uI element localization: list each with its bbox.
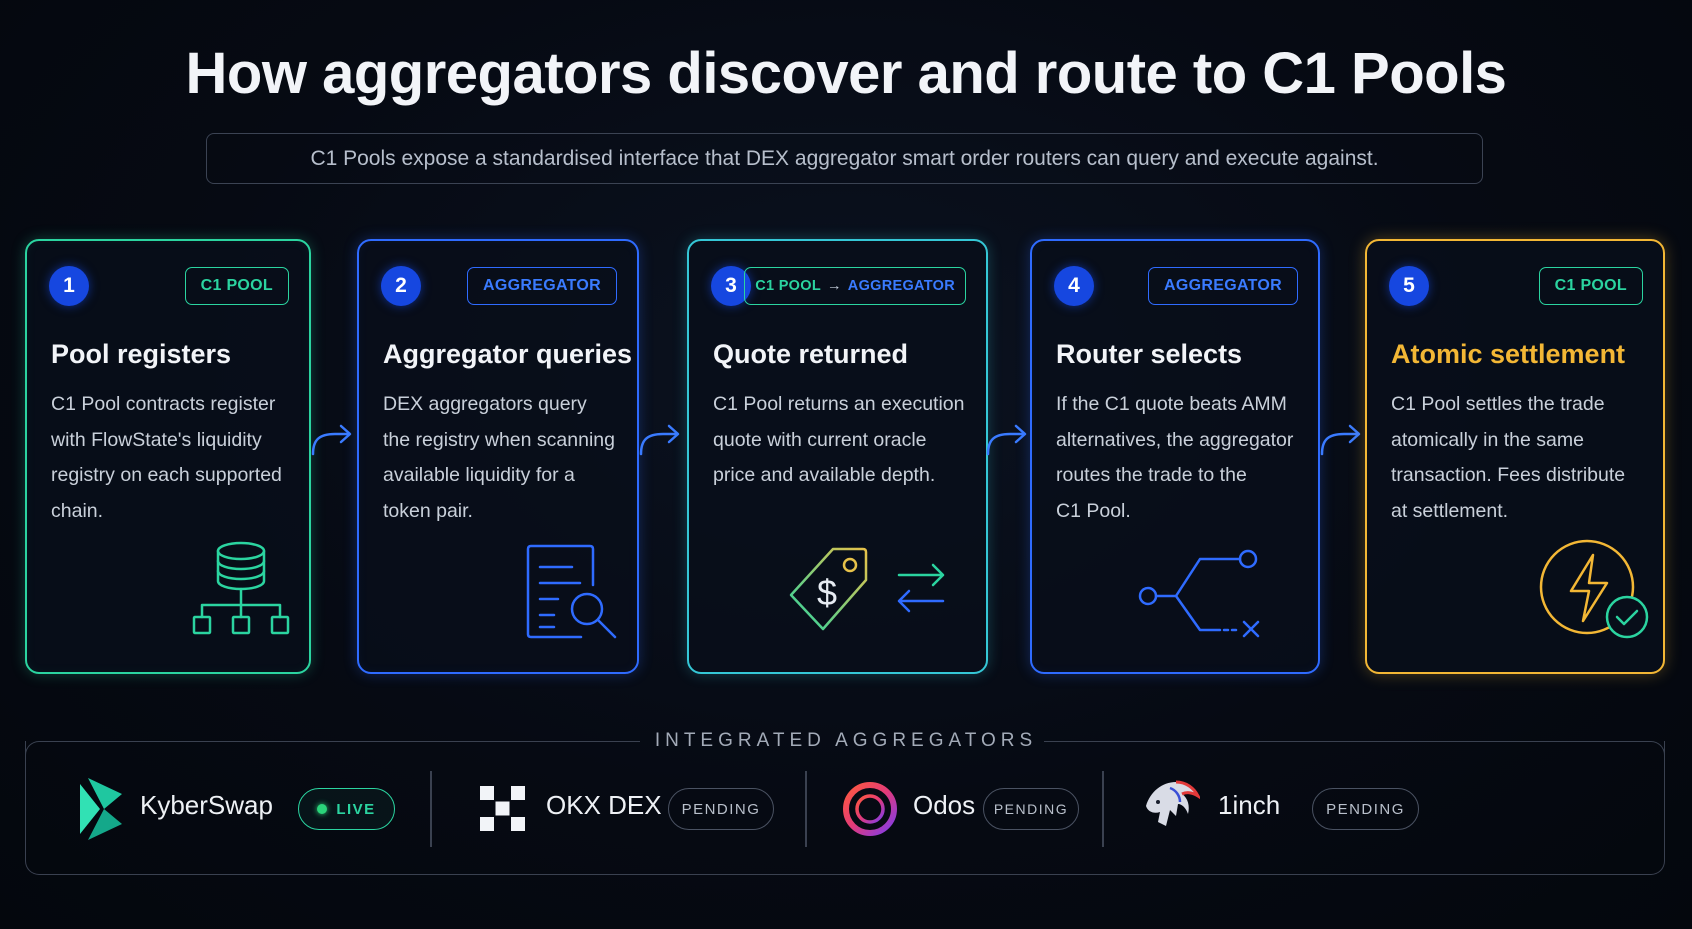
step-card-quote-returned: 3 C1 POOL→AGGREGATOR Quote returned C1 P…: [687, 239, 988, 674]
divider: [1102, 771, 1104, 847]
status-badge: LIVE: [298, 788, 395, 830]
step-card-atomic-settlement: 5 C1 POOL Atomic settlement C1 Pool sett…: [1365, 239, 1665, 674]
live-dot-icon: [317, 804, 328, 814]
lightning-check-icon: [1539, 539, 1649, 639]
step-badge: AGGREGATOR: [1148, 267, 1298, 305]
step-number: 4: [1054, 266, 1094, 306]
divider: [805, 771, 807, 847]
database-network-icon: [192, 541, 290, 635]
step-number: 1: [49, 266, 89, 306]
step-badge: C1 POOL: [1538, 267, 1643, 305]
aggregator-name: 1inch: [1218, 790, 1281, 820]
aggregator-name: Odos: [913, 790, 976, 820]
aggregators-label: INTEGRATED AGGREGATORS: [654, 730, 1038, 751]
step-title: Atomic settlement: [1391, 339, 1626, 369]
step-card-aggregator-queries: 2 AGGREGATOR Aggregator queries DEX aggr…: [357, 239, 639, 674]
divider: [39, 741, 640, 742]
status-badge: PENDING: [668, 788, 774, 830]
step-number: 5: [1389, 266, 1429, 306]
divider: [1044, 741, 1651, 742]
status-badge: PENDING: [983, 788, 1079, 830]
kyberswap-logo-icon: [80, 778, 122, 840]
odos-logo-icon: [843, 782, 897, 836]
svg-text:$: $: [817, 572, 837, 613]
page-title: How aggregators discover and route to C1…: [185, 41, 1507, 106]
step-card-pool-registers: 1 C1 POOL Pool registers C1 Pool contrac…: [25, 239, 311, 674]
step-title: Quote returned: [713, 339, 909, 369]
flow-arrow-icon: [311, 424, 352, 456]
1inch-logo-icon: [1146, 780, 1200, 826]
step-badge: AGGREGATOR: [467, 267, 617, 305]
step-card-router-selects: 4 AGGREGATOR Router selects If the C1 qu…: [1030, 239, 1320, 674]
page-subtitle: C1 Pools expose a standardised interface…: [206, 133, 1483, 184]
price-tag-exchange-icon: $: [789, 547, 945, 631]
aggregator-name: OKX DEX: [546, 790, 662, 820]
step-title: Router selects: [1056, 339, 1243, 369]
flow-arrow-icon: [1320, 424, 1361, 456]
aggregators-panel: [25, 741, 1665, 875]
status-badge: PENDING: [1312, 788, 1419, 830]
flow-arrow-icon: [986, 424, 1027, 456]
divider: [430, 771, 432, 847]
okx-logo-icon: [480, 786, 525, 831]
route-branch-icon: [1138, 549, 1260, 638]
aggregator-name: KyberSwap: [140, 790, 273, 820]
step-title: Pool registers: [51, 339, 232, 369]
step-title: Aggregator queries: [383, 339, 633, 369]
step-badge: C1 POOL→AGGREGATOR: [744, 267, 966, 305]
flow-arrow-icon: [639, 424, 680, 456]
step-number: 2: [381, 266, 421, 306]
step-badge: C1 POOL: [184, 267, 289, 305]
document-search-icon: [526, 544, 617, 639]
